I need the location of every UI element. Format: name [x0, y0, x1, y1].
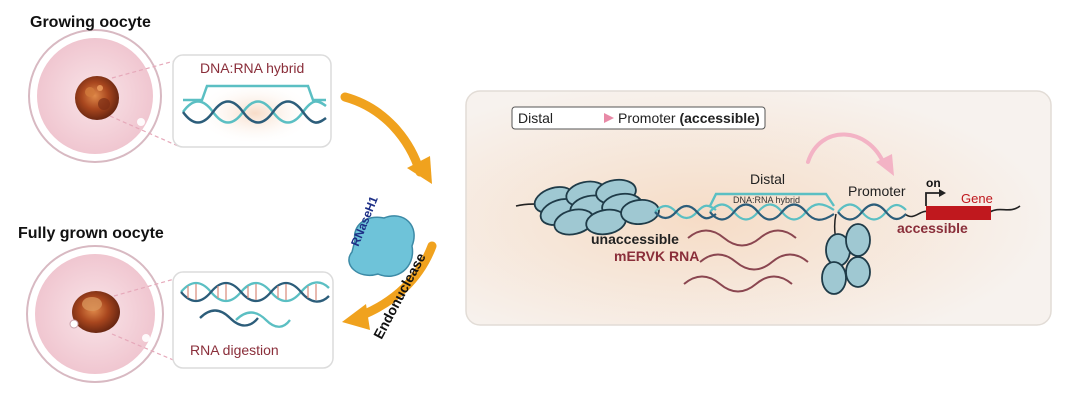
legend-accessible-word: (accessible): [679, 110, 760, 126]
transition-arrow-down: [340, 92, 432, 184]
promoter-dna-helix-icon: [837, 203, 907, 221]
legend-distal-text: Distal: [518, 110, 554, 126]
linker-dna-helix-icon: [654, 204, 717, 220]
looped-nucleosome-icon: [821, 213, 871, 295]
tss-arrow-icon: [925, 189, 946, 206]
digested-rna-fragment-2: [235, 311, 291, 328]
growing-oocyte-group: [28, 29, 179, 163]
gene-block: [926, 206, 991, 220]
digestion-inset: [172, 271, 334, 369]
hybrid-dna-strand-a: [181, 100, 327, 124]
polar-glint-icon-2: [142, 334, 150, 342]
accessible-label: accessible: [897, 220, 968, 236]
legend-box: [511, 106, 766, 130]
nucleosome-cluster-icon: [533, 178, 660, 236]
grown-oocyte-nucleus-icon: [69, 291, 120, 333]
hybrid-inset: [172, 54, 332, 148]
hybrid-inset-label: DNA:RNA hybrid: [200, 60, 305, 76]
rnaseh1-enzyme-icon: [348, 215, 415, 277]
merv-rna-strands-icon: [683, 229, 809, 293]
distal-label: Distal: [750, 171, 786, 187]
distal-hybrid-rna-strand: [708, 192, 835, 207]
digestion-inset-label: RNA digestion: [190, 342, 279, 358]
polar-glint-icon: [137, 118, 145, 126]
hybrid-dna-strand-b: [181, 100, 327, 124]
legend-promoter-text: Promoter (accessible): [618, 110, 760, 126]
on-label: on: [926, 176, 941, 190]
endonuclease-arrow: [342, 241, 437, 330]
grown-oocyte-group: [26, 245, 179, 383]
distal-dna-helix-icon: [709, 203, 835, 221]
gene-label: Gene: [961, 191, 993, 206]
grown-oocyte-title: Fully grown oocyte: [18, 225, 164, 242]
merv-label: mERVK RNA: [614, 248, 700, 264]
mechanism-panel: [465, 90, 1052, 326]
intact-dna-helix-icon: [180, 281, 330, 303]
distal-promoter-contact-arrow: [806, 132, 894, 176]
digested-rna-fragment-1: [199, 309, 259, 327]
legend-arrow: [558, 113, 614, 123]
legend-promoter-word: Promoter: [618, 110, 676, 126]
hybrid-rna-strand: [183, 84, 326, 102]
promoter-label: Promoter: [848, 183, 906, 199]
growing-oocyte-title: Growing oocyte: [30, 14, 151, 31]
hybrid-region-label: DNA:RNA hybrid: [733, 195, 801, 205]
unaccessible-label: unaccessible: [591, 231, 679, 247]
growing-oocyte-nucleus-icon: [75, 76, 119, 120]
